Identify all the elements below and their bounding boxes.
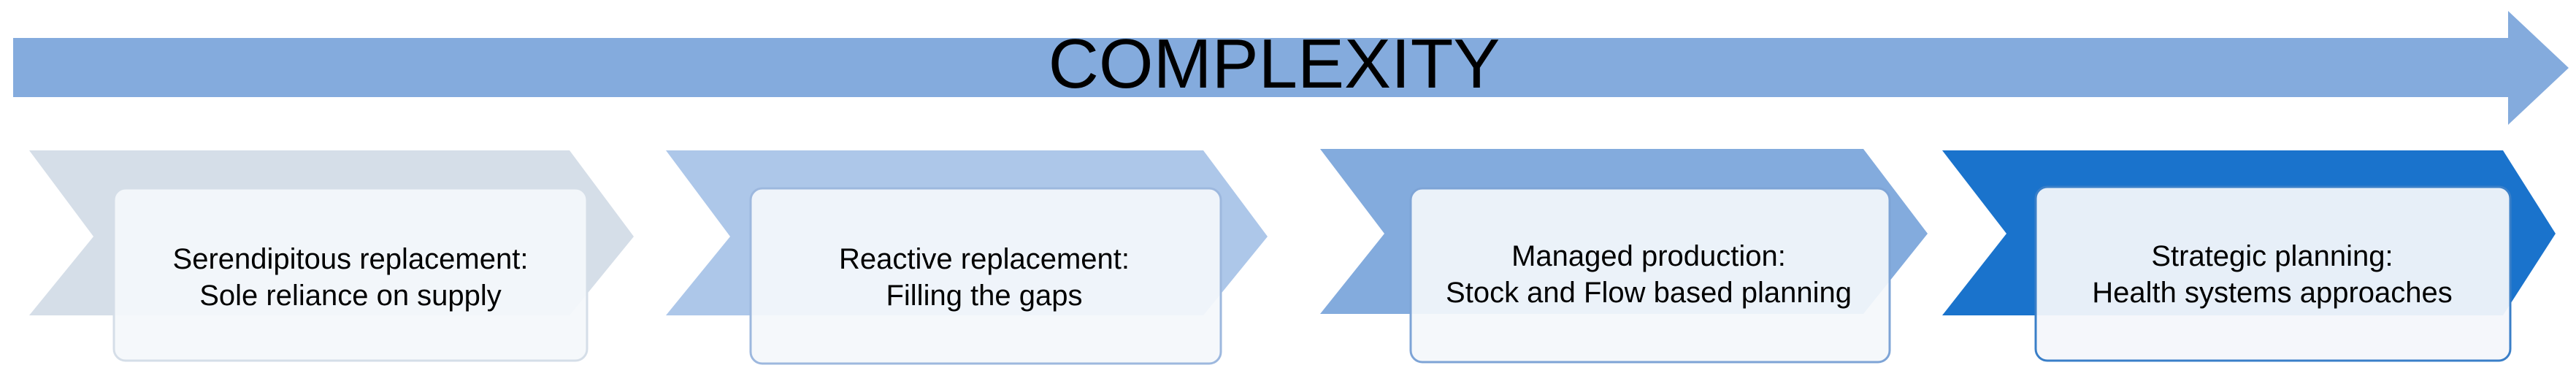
stage-3-line-1: Managed production: [1511,240,1786,272]
stage-4-line-2: Health systems approaches [2092,277,2453,309]
complexity-title: COMPLEXITY [1049,25,1500,103]
stage-2-box [749,187,1222,365]
stage-1: Serendipitous replacement: Sole reliance… [29,150,634,362]
stage-1-box [112,187,589,362]
stage-3-box [1409,187,1891,364]
stage-4-box [2034,185,2512,362]
stage-1-line-2: Sole reliance on supply [199,280,502,312]
stage-4-line-1: Strategic planning: [2151,240,2393,272]
stage-2-line-1: Reactive replacement: [839,243,1130,275]
stage-1-line-1: Serendipitous replacement: [173,243,529,275]
stage-2: Reactive replacement: Filling the gaps [666,150,1268,365]
stage-3-line-2: Stock and Flow based planning [1446,277,1852,309]
stage-3: Managed production: Stock and Flow based… [1320,149,1928,364]
stage-2-line-2: Filling the gaps [886,280,1082,312]
stage-4: Strategic planning: Health systems appro… [1942,150,2556,362]
complexity-arrow [13,11,2569,125]
